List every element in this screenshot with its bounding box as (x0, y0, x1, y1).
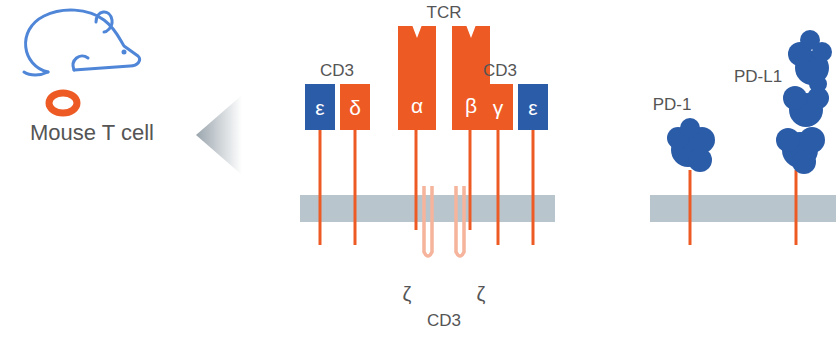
zeta-chain (424, 186, 432, 256)
cd3-gamma-box: γ (483, 84, 513, 130)
mouse-eye (122, 50, 127, 55)
subunit-letter: γ (493, 97, 504, 118)
zeta-chains (424, 186, 464, 256)
pointer-triangle (196, 95, 242, 175)
pdl1-protein (776, 30, 832, 174)
subunit-letter: ε (315, 97, 324, 118)
subunit-letter: β (465, 95, 477, 116)
subunit-letter: ε (528, 97, 537, 118)
subunit-letter: δ (349, 97, 361, 118)
zeta-chain (456, 186, 464, 256)
stalk (415, 128, 418, 230)
mouse-icon (24, 10, 140, 75)
stalk (497, 128, 500, 245)
chain-label: ζ (477, 284, 486, 304)
t-cell-ring (49, 93, 77, 113)
stalk (354, 128, 357, 245)
stalk (319, 128, 322, 245)
cd3-delta-box: δ (340, 84, 370, 130)
transmembrane-stalks (320, 128, 796, 245)
complex-label: TCR (427, 4, 462, 21)
stalk (469, 128, 472, 230)
subunit-fill (518, 84, 548, 130)
chain-label: ζ (403, 284, 412, 304)
stalk (795, 170, 798, 245)
stalk (689, 170, 692, 245)
tcr-alpha-box: α (398, 26, 436, 130)
membrane (300, 195, 555, 222)
protein-label: PD-1 (653, 96, 692, 113)
subunit-fill (398, 26, 436, 130)
complex-label: CD3 (320, 62, 354, 79)
complex-label: CD3 (483, 62, 517, 79)
protein-label: PD-L1 (734, 68, 782, 85)
mouse-ear (96, 12, 112, 32)
cell-label: Mouse T cell (30, 122, 154, 144)
cd3-epsilon-box: ε (305, 84, 335, 130)
stalk (532, 128, 535, 245)
mouse-tail (24, 72, 48, 75)
subunit-fill (340, 84, 370, 130)
mouse-leg (73, 56, 88, 70)
subunit-letter: α (411, 95, 423, 116)
subunit-fill (305, 84, 335, 130)
complex-label: CD3 (427, 312, 461, 329)
membrane (650, 195, 836, 222)
subunit-fill (483, 84, 513, 130)
mouse-body (26, 10, 140, 72)
cd3-epsilon-box: ε (518, 84, 548, 130)
pd1-protein (667, 118, 715, 172)
